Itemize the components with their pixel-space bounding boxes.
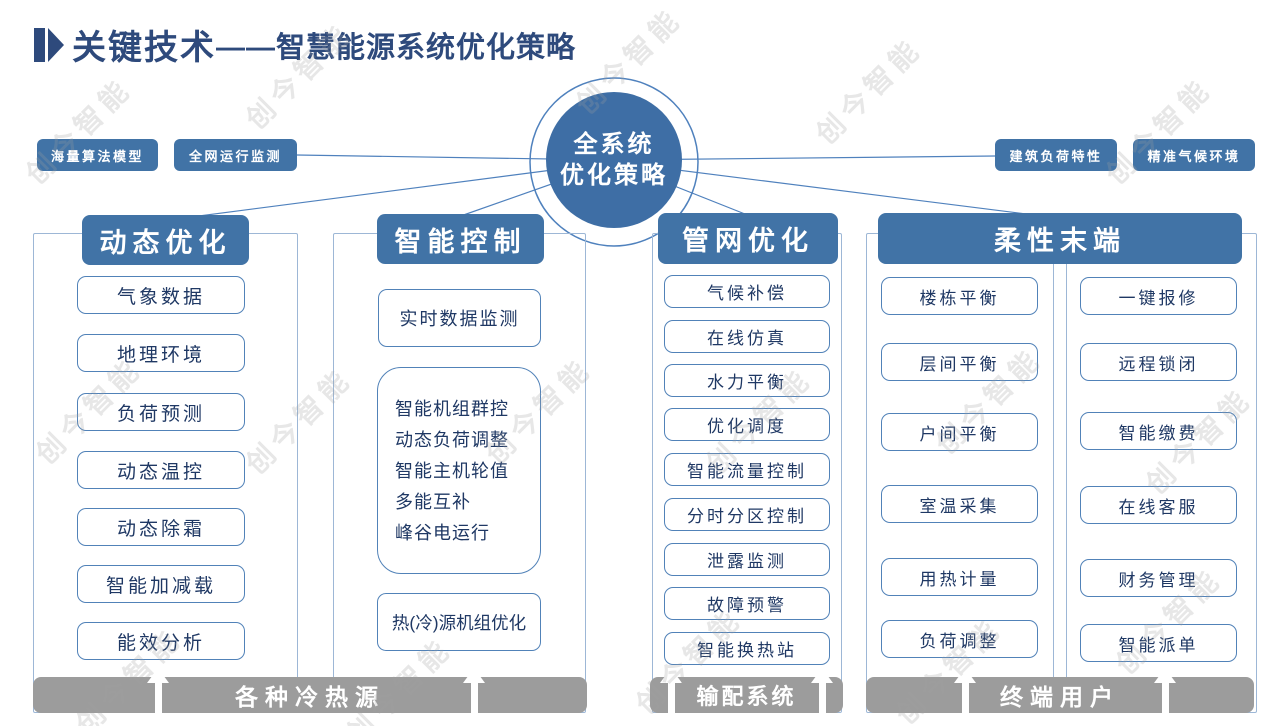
center-strategy-circle: 全系统 优化策略 xyxy=(546,92,682,228)
title-main: 关键技术 xyxy=(72,29,216,67)
footer-bar-cold-heat-sources: 各种冷热源 xyxy=(33,668,587,717)
item-fault-warning: 故障预警 xyxy=(664,587,830,620)
footer-label-distribution-system: 输配系统 xyxy=(696,684,797,709)
item-efficiency-analysis: 能效分析 xyxy=(77,622,245,660)
footer-bar-distribution-system: 输配系统 xyxy=(650,668,843,717)
item-dynamic-temp-control: 动态温控 xyxy=(77,451,245,489)
item-online-service: 在线客服 xyxy=(1080,486,1237,524)
center-line-2: 优化策略 xyxy=(560,162,668,189)
item-one-key-repair: 一键报修 xyxy=(1080,277,1237,315)
column-header-pipe-network: 管网优化 xyxy=(658,213,838,264)
item-floor-balance: 层间平衡 xyxy=(881,343,1038,381)
column-header-intelligent-control: 智能控制 xyxy=(377,214,544,264)
up-arrow-icon xyxy=(463,668,485,717)
group-line-unit-cluster-control: 智能机组群控 xyxy=(395,399,509,419)
footer-bar-end-users: 终端用户 xyxy=(866,668,1254,717)
item-geo-environment: 地理环境 xyxy=(77,334,245,372)
group-box-intelligent-control: 智能机组群控 动态负荷调整 智能主机轮值 多能互补 峰谷电运行 xyxy=(377,367,541,574)
item-smart-dispatch-order: 智能派单 xyxy=(1080,624,1237,662)
item-dynamic-defrost: 动态除霜 xyxy=(77,508,245,546)
tag-mass-algorithm-model: 海量算法模型 xyxy=(37,139,158,171)
footer-label-cold-heat-sources: 各种冷热源 xyxy=(235,684,385,710)
item-smart-heat-station: 智能换热站 xyxy=(664,632,830,665)
item-unit-balance: 户间平衡 xyxy=(881,413,1038,451)
up-arrow-icon xyxy=(954,668,976,717)
item-smart-flow-control: 智能流量控制 xyxy=(664,453,830,486)
group-line-peak-valley-power: 峰谷电运行 xyxy=(395,523,490,543)
item-optimized-dispatch: 优化调度 xyxy=(664,408,830,441)
tag-network-wide-monitoring: 全网运行监测 xyxy=(174,139,297,171)
center-line-1: 全系统 xyxy=(573,131,655,158)
footer-label-end-users: 终端用户 xyxy=(1000,684,1120,710)
up-arrow-icon xyxy=(147,668,169,717)
item-finance-management: 财务管理 xyxy=(1080,559,1237,597)
item-hydraulic-balance: 水力平衡 xyxy=(664,364,830,397)
group-line-host-rotation: 智能主机轮值 xyxy=(395,461,509,481)
group-line-multi-energy: 多能互补 xyxy=(395,492,471,512)
group-line-dynamic-load-adjust: 动态负荷调整 xyxy=(395,430,509,450)
item-online-simulation: 在线仿真 xyxy=(664,320,830,353)
column-header-dynamic-optimization: 动态优化 xyxy=(82,215,249,265)
up-arrow-icon xyxy=(1154,668,1176,717)
tag-building-load-traits: 建筑负荷特性 xyxy=(995,139,1117,171)
item-climate-compensation: 气候补偿 xyxy=(664,275,830,308)
item-smart-load-staging: 智能加减载 xyxy=(77,565,245,603)
title-sub: ——智慧能源系统优化策略 xyxy=(216,31,577,64)
column-header-flexible-terminal: 柔性末端 xyxy=(878,213,1242,264)
tag-precise-climate-env: 精准气候环境 xyxy=(1133,139,1255,171)
up-arrow-icon xyxy=(811,668,833,717)
item-load-adjustment: 负荷调整 xyxy=(881,620,1038,658)
flag-arrow-icon xyxy=(34,27,64,62)
page-title: 关键技术 ——智慧能源系统优化策略 xyxy=(34,20,576,69)
item-leak-monitoring: 泄露监测 xyxy=(664,543,830,576)
item-building-balance: 楼栋平衡 xyxy=(881,277,1038,315)
item-load-forecast: 负荷预测 xyxy=(77,393,245,431)
item-source-unit-optimization: 热(冷)源机组优化 xyxy=(377,593,541,651)
item-smart-payment: 智能缴费 xyxy=(1080,412,1237,450)
item-remote-lock: 远程锁闭 xyxy=(1080,343,1237,381)
item-realtime-data-monitor: 实时数据监测 xyxy=(378,289,541,347)
item-time-zone-control: 分时分区控制 xyxy=(664,498,830,531)
item-weather-data: 气象数据 xyxy=(77,276,245,314)
up-arrow-icon xyxy=(660,668,682,717)
item-heat-metering: 用热计量 xyxy=(881,558,1038,596)
item-room-temp-collect: 室温采集 xyxy=(881,485,1038,523)
